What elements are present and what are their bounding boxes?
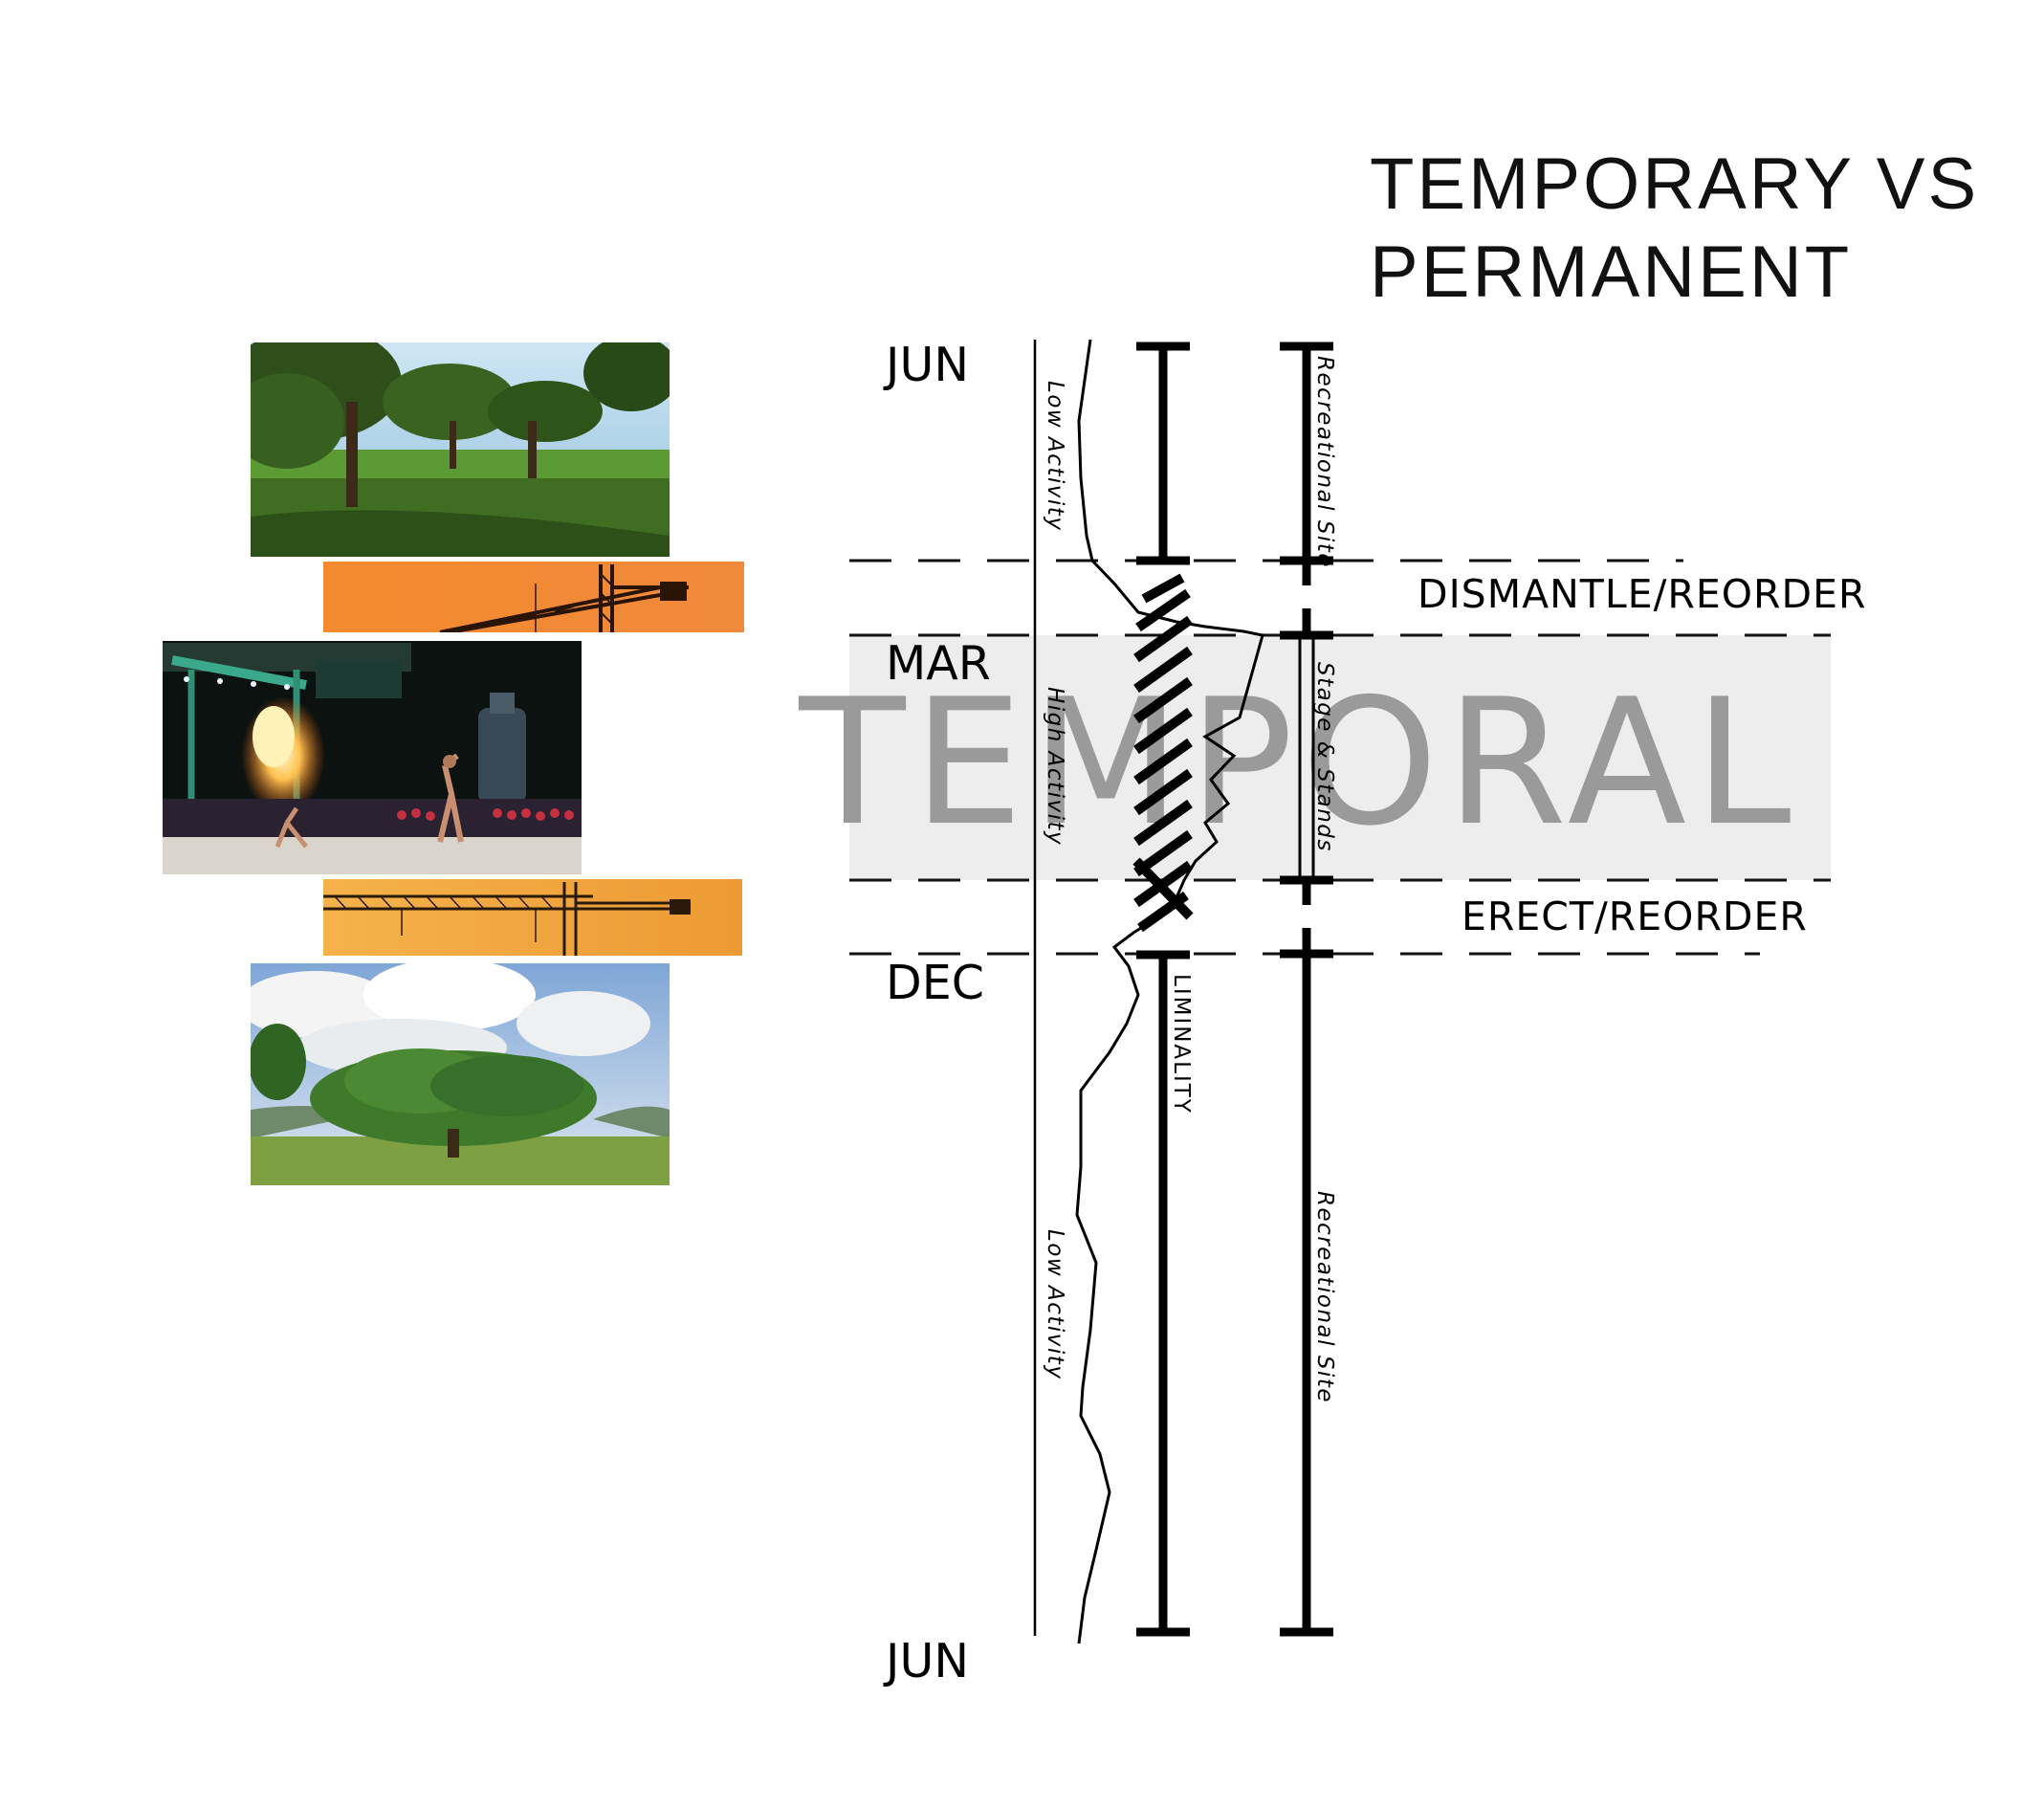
- crane-yellow-photo: [323, 879, 742, 956]
- title-line-1: TEMPORARY VS: [1370, 143, 1979, 225]
- big-tree-photo: [251, 963, 670, 1185]
- month-jun-top: JUN: [883, 338, 969, 392]
- park-trees-photo: [251, 342, 670, 557]
- liminality-label: LIMINALITY: [1169, 974, 1194, 1114]
- activity-label-middle: High Activity: [1043, 687, 1067, 846]
- site-label-bottom: Recreational Site: [1312, 1191, 1337, 1403]
- phase-dismantle-label: DISMANTLE/REORDER: [1418, 571, 1867, 617]
- month-dec: DEC: [886, 956, 984, 1010]
- activity-label-top: Low Activity: [1043, 381, 1067, 531]
- site-use-bar: [1280, 342, 1333, 1637]
- month-jun-bottom: JUN: [883, 1634, 969, 1688]
- stage-performance-photo: [163, 641, 582, 874]
- liminality-bar: [1136, 342, 1190, 1637]
- title-line-2: PERMANENT: [1370, 232, 1852, 313]
- crane-orange-photo: [323, 562, 744, 632]
- phase-erect-label: ERECT/REORDER: [1462, 893, 1808, 939]
- temporal-band: [849, 635, 1831, 880]
- hatched-transition: [1132, 573, 1194, 933]
- activity-label-bottom: Low Activity: [1043, 1229, 1067, 1379]
- stage-stands-double-line: [1298, 635, 1315, 880]
- month-mar: MAR: [886, 636, 991, 691]
- temporal-band-label: TEMPORAL: [798, 661, 1798, 864]
- site-label-middle: Stage & Stands: [1312, 662, 1337, 852]
- site-label-top: Recreational Site: [1312, 356, 1337, 568]
